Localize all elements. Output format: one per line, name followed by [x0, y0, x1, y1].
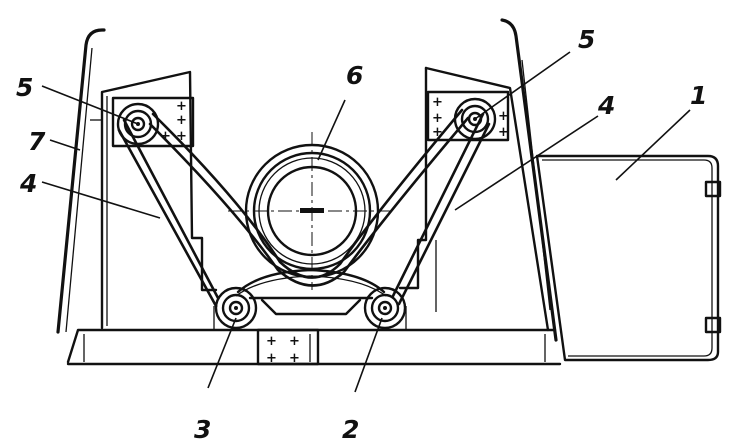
label-5-left: 5 — [16, 73, 33, 102]
main-roll — [228, 132, 396, 290]
right-lower-pulley — [363, 286, 407, 330]
left-upper-pulley — [116, 102, 160, 146]
svg-text:+: + — [176, 113, 187, 128]
svg-text:+: + — [160, 129, 171, 144]
svg-text:+: + — [266, 351, 277, 366]
svg-text:+: + — [498, 125, 509, 140]
svg-text:+: + — [289, 351, 300, 366]
right-bearing-block: + + + + + — [426, 90, 510, 142]
svg-text:+: + — [289, 334, 300, 349]
svg-text:+: + — [266, 334, 277, 349]
svg-text:+: + — [432, 95, 443, 110]
label-7: 7 — [28, 127, 46, 156]
left-bearing-block: + + + + — [111, 96, 195, 148]
base-block: + + + + — [256, 328, 320, 366]
left-belt — [117, 118, 220, 308]
label-4-left: 4 — [19, 169, 37, 198]
svg-text:+: + — [432, 111, 443, 126]
label-4-right: 4 — [597, 91, 615, 120]
right-upper-pulley — [453, 97, 497, 141]
svg-text:+: + — [176, 99, 187, 114]
label-2: 2 — [342, 415, 359, 444]
right-stand — [398, 66, 550, 332]
label-3: 3 — [194, 415, 211, 444]
label-1: 1 — [690, 81, 707, 110]
left-lower-pulley — [214, 286, 258, 330]
label-5-right: 5 — [578, 25, 595, 54]
label-6: 6 — [346, 61, 363, 90]
svg-text:+: + — [432, 125, 443, 140]
right-guard-rail — [500, 18, 558, 342]
cabinet — [535, 154, 722, 362]
svg-text:+: + — [498, 109, 509, 124]
left-stand — [90, 70, 218, 330]
leader-lines — [41, 51, 691, 393]
right-belt — [391, 112, 491, 306]
base-frame — [66, 328, 562, 366]
left-guard-rail — [56, 28, 106, 334]
center-support — [213, 268, 407, 330]
svg-text:+: + — [176, 129, 187, 144]
